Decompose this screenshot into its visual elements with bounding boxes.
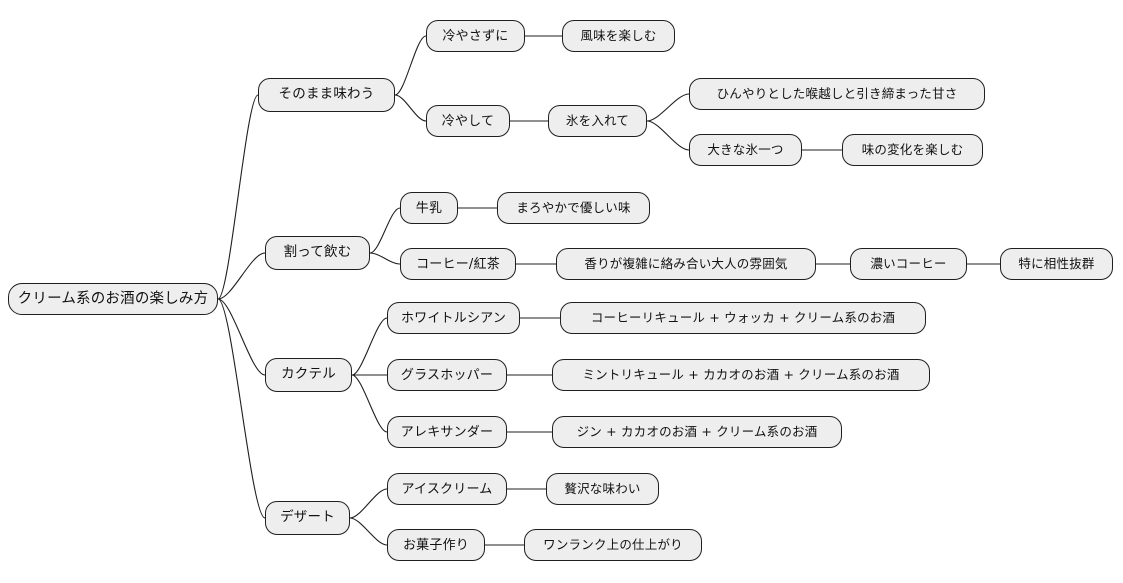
mindmap-edge (351, 374, 388, 433)
mindmap-node[interactable]: ホワイトルシアン (387, 302, 520, 334)
mindmap-edge (217, 252, 266, 300)
mindmap-edge (349, 517, 388, 546)
mindmap-node[interactable]: ひんやりとした喉越しと引き締まった甘さ (689, 78, 985, 110)
mindmap-edge (351, 317, 388, 376)
mindmap-node[interactable]: まろやかで優しい味 (497, 192, 650, 224)
mindmap-edge (369, 252, 401, 265)
mindmap-node[interactable]: 香りが複雑に絡み合い大人の雰囲気 (556, 248, 816, 280)
node-label: コーヒー/紅茶 (416, 256, 500, 272)
node-label: 牛乳 (415, 200, 443, 216)
mindmap-node[interactable]: コーヒー/紅茶 (400, 248, 516, 280)
mindmap-edge (217, 94, 259, 300)
mindmap-node[interactable]: 割って飲む (265, 236, 370, 270)
node-label: 冷やして (441, 113, 495, 129)
node-label: カクテル (281, 366, 336, 383)
mindmap-edge (646, 93, 690, 122)
mindmap-node[interactable]: 贅沢な味わい (546, 473, 659, 505)
mindmap-root-node[interactable]: クリーム系のお酒の楽しみ方 (8, 283, 218, 315)
mindmap-edge (217, 298, 266, 519)
mindmap-node[interactable]: 冷やして (426, 105, 510, 137)
mindmap-node[interactable]: ワンランク上の仕上がり (524, 529, 702, 561)
node-label: そのまま味わう (278, 86, 375, 103)
mindmap-node[interactable]: 氷を入れて (548, 105, 647, 137)
mindmap-node[interactable]: デザート (265, 501, 350, 535)
mindmap-node[interactable]: ジン + カカオのお酒 + クリーム系のお酒 (552, 416, 842, 448)
node-label: まろやかで優しい味 (516, 199, 631, 215)
node-label: 大きな氷一つ (707, 141, 784, 157)
mindmap-node[interactable]: 冷やさずに (426, 20, 525, 52)
node-label: デザート (280, 509, 335, 526)
mindmap-node[interactable]: アレキサンダー (387, 416, 507, 448)
node-label: クリーム系のお酒の楽しみ方 (17, 290, 209, 307)
mindmap-node[interactable]: そのまま味わう (258, 78, 395, 112)
mindmap-edge (349, 488, 388, 519)
mindmap-node[interactable]: 牛乳 (400, 192, 458, 224)
mindmap-node[interactable]: グラスホッパー (387, 359, 507, 391)
mindmap-edge (394, 35, 427, 96)
mindmap-node[interactable]: 風味を楽しむ (562, 20, 675, 52)
mindmap-node[interactable]: お菓子作り (387, 529, 485, 561)
node-label: アイスクリーム (401, 481, 493, 497)
node-label: コーヒーリキュール + ウォッカ + クリーム系のお酒 (590, 309, 896, 325)
node-label: グラスホッパー (400, 367, 494, 383)
node-label: お菓子作り (402, 537, 469, 553)
node-label: ワンランク上の仕上がり (543, 536, 683, 552)
node-label: ホワイトルシアン (400, 310, 507, 326)
mindmap-node[interactable]: ミントリキュール + カカオのお酒 + クリーム系のお酒 (552, 359, 930, 391)
node-label: 風味を楽しむ (580, 27, 657, 43)
node-label: 冷やさずに (442, 28, 509, 44)
node-label: ミントリキュール + カカオのお酒 + クリーム系のお酒 (582, 366, 900, 382)
mindmap-node[interactable]: カクテル (265, 358, 352, 392)
node-label: 濃いコーヒー (870, 255, 947, 271)
node-label: 特に相性抜群 (1018, 255, 1095, 271)
mindmap-edge (394, 94, 427, 122)
mindmap-edge (217, 298, 266, 376)
mindmap-node[interactable]: 大きな氷一つ (689, 134, 802, 166)
node-label: ひんやりとした喉越しと引き締まった甘さ (716, 85, 958, 101)
mindmap-edge (646, 120, 690, 151)
node-label: 贅沢な味わい (564, 480, 641, 496)
mindmap-node[interactable]: コーヒーリキュール + ウォッカ + クリーム系のお酒 (560, 302, 926, 334)
mindmap-edge (369, 207, 401, 254)
node-label: 氷を入れて (565, 112, 630, 128)
mindmap-node[interactable]: 特に相性抜群 (1000, 248, 1113, 280)
node-label: ジン + カカオのお酒 + クリーム系のお酒 (576, 423, 818, 439)
mindmap-node[interactable]: 濃いコーヒー (850, 248, 967, 280)
node-label: 味の変化を楽しむ (861, 141, 964, 157)
node-label: アレキサンダー (400, 424, 494, 440)
node-label: 香りが複雑に絡み合い大人の雰囲気 (584, 255, 788, 271)
node-label: 割って飲む (283, 244, 352, 261)
mindmap-node[interactable]: アイスクリーム (387, 473, 507, 505)
mindmap-node[interactable]: 味の変化を楽しむ (842, 134, 983, 166)
